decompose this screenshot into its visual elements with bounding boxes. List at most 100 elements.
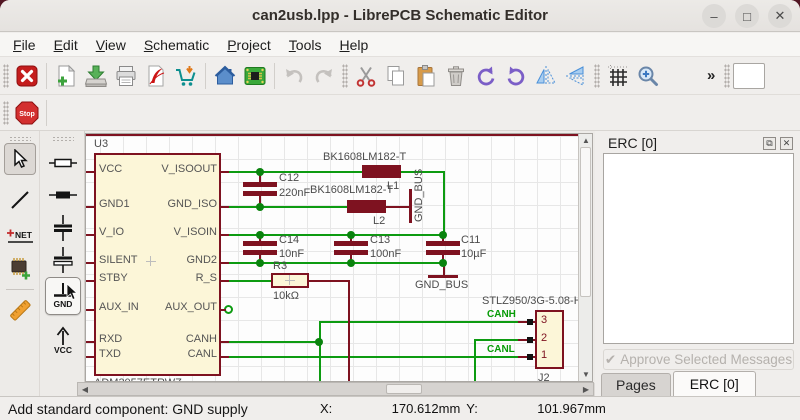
capacitor-c11[interactable] [426,250,460,255]
close-project-icon[interactable] [12,61,42,91]
inductor-l1[interactable] [362,165,401,178]
connector-j2-body[interactable] [535,310,564,369]
u3-pin-canl[interactable] [221,356,229,358]
u3-pin-stby[interactable] [86,280,94,282]
net-wire[interactable] [319,321,321,381]
net-wire[interactable] [443,171,445,236]
mirror-horizontal-icon[interactable] [561,61,591,91]
approve-selected-messages-button[interactable]: ✔Approve Selected Messages [603,349,794,370]
j2-pin-3[interactable] [518,321,535,323]
toolbar-handle[interactable] [724,63,731,88]
net-wire[interactable] [229,206,347,208]
u3-pin-aux_in[interactable] [86,309,94,311]
toolbar-handle[interactable] [342,63,348,88]
u3-pin-gnd1[interactable] [86,206,94,208]
paste-icon[interactable] [411,61,441,91]
net-wire[interactable] [474,339,476,381]
capacitor-polarized-symbol-icon[interactable] [46,245,80,275]
minimize-button[interactable]: – [702,4,726,28]
toolbar-overflow-button[interactable]: » [707,67,716,84]
net-wire[interactable] [229,234,443,236]
toolbar-handle[interactable] [3,63,9,88]
u3-pin-aux_out[interactable] [221,309,226,311]
redo-icon[interactable] [309,61,339,91]
u3-pin-txd[interactable] [86,356,94,358]
capacitor-c14[interactable] [243,241,277,246]
net-label-tool-icon[interactable]: NET [4,223,36,249]
tab-pages[interactable]: Pages [601,373,671,397]
net-wire[interactable] [229,356,519,358]
net-wire[interactable] [229,171,443,173]
capacitor-c12[interactable] [259,171,261,182]
new-sheet-icon[interactable] [51,61,81,91]
rotate-ccw-icon[interactable] [471,61,501,91]
net-wire[interactable] [474,339,519,341]
board-editor-icon[interactable] [240,61,270,91]
capacitor-c11[interactable] [442,255,444,262]
print-icon[interactable] [111,61,141,91]
capacitor-c14[interactable] [243,250,277,255]
close-button[interactable]: ✕ [768,4,792,28]
select-tool-icon[interactable] [4,143,36,175]
export-pdf-icon[interactable] [141,61,171,91]
zoom-icon[interactable] [633,61,663,91]
net-wire[interactable] [229,280,271,282]
copy-icon[interactable] [381,61,411,91]
menu-edit[interactable]: Edit [53,36,78,53]
add-component-tool-icon[interactable] [4,253,36,283]
menu-view[interactable]: View [95,36,126,53]
u3-pin-v_isoin[interactable] [221,234,229,236]
u3-pin-canh[interactable] [221,341,229,343]
net-wire[interactable] [319,321,519,323]
rotate-cw-icon[interactable] [501,61,531,91]
u3-pin-vcc[interactable] [86,171,94,173]
vcc-symbol-icon[interactable]: VCC [46,321,80,359]
u3-pin-silent[interactable] [86,262,94,264]
scroll-down-arrow[interactable]: ▼ [582,370,590,379]
remove-icon[interactable] [441,61,471,91]
horizontal-scrollbar[interactable]: ◀ ▶ [77,382,594,396]
scroll-up-arrow[interactable]: ▲ [582,136,590,145]
capacitor-c14[interactable] [259,255,261,262]
float-icon[interactable]: ⧉ [763,137,776,150]
j2-pin-1[interactable] [518,356,535,358]
toolbar-handle[interactable] [3,101,9,125]
mirror-vertical-icon[interactable] [531,61,561,91]
capacitor-c13[interactable] [334,241,368,246]
scroll-right-arrow[interactable]: ▶ [582,384,590,394]
gnd-bus-symbol[interactable] [409,189,412,223]
titlebar[interactable]: can2usb.lpp - LibrePCB Schematic Editor … [0,0,800,32]
resistor-symbol-icon[interactable] [46,149,80,177]
u3-pin-gnd_iso[interactable] [221,206,229,208]
component-u3-body[interactable] [94,153,221,376]
home-icon[interactable] [210,61,240,91]
scroll-left-arrow[interactable]: ◀ [81,384,89,394]
capacitor-symbol-icon[interactable] [46,213,80,243]
grid-settings-icon[interactable] [603,61,633,91]
u3-pin-v_io[interactable] [86,234,94,236]
u3-pin-rxd[interactable] [86,341,94,343]
net-wire[interactable] [229,341,320,343]
u3-pin-gnd2[interactable] [221,262,229,264]
save-project-icon[interactable] [81,61,111,91]
inductor-l2[interactable] [347,200,386,213]
tab-erc[interactable]: ERC [0] [672,371,756,397]
undo-icon[interactable] [279,61,309,91]
menu-file[interactable]: File [13,36,36,53]
capacitor-c12[interactable] [243,182,277,187]
capacitor-c11[interactable] [426,241,460,246]
scrollbar-thumb[interactable] [386,384,422,394]
vertical-scrollbar[interactable]: ▲ ▼ [578,134,592,381]
capacitor-c13[interactable] [350,255,352,262]
schematic-canvas[interactable]: U3 ADM3057ETRWZ BK1608LM182-T L1 BK1608L… [85,133,593,382]
inductor-symbol-icon[interactable] [46,181,80,209]
menu-help[interactable]: Help [339,36,369,53]
u3-pin-v_isoout[interactable] [221,171,229,173]
capacitor-c12[interactable] [243,191,277,196]
panel-handle[interactable] [51,136,74,141]
menu-project[interactable]: Project [227,36,271,53]
capacitor-c13[interactable] [334,250,368,255]
erc-message-list[interactable] [603,153,794,344]
j2-pin-2[interactable] [518,339,535,341]
cut-icon[interactable] [351,61,381,91]
